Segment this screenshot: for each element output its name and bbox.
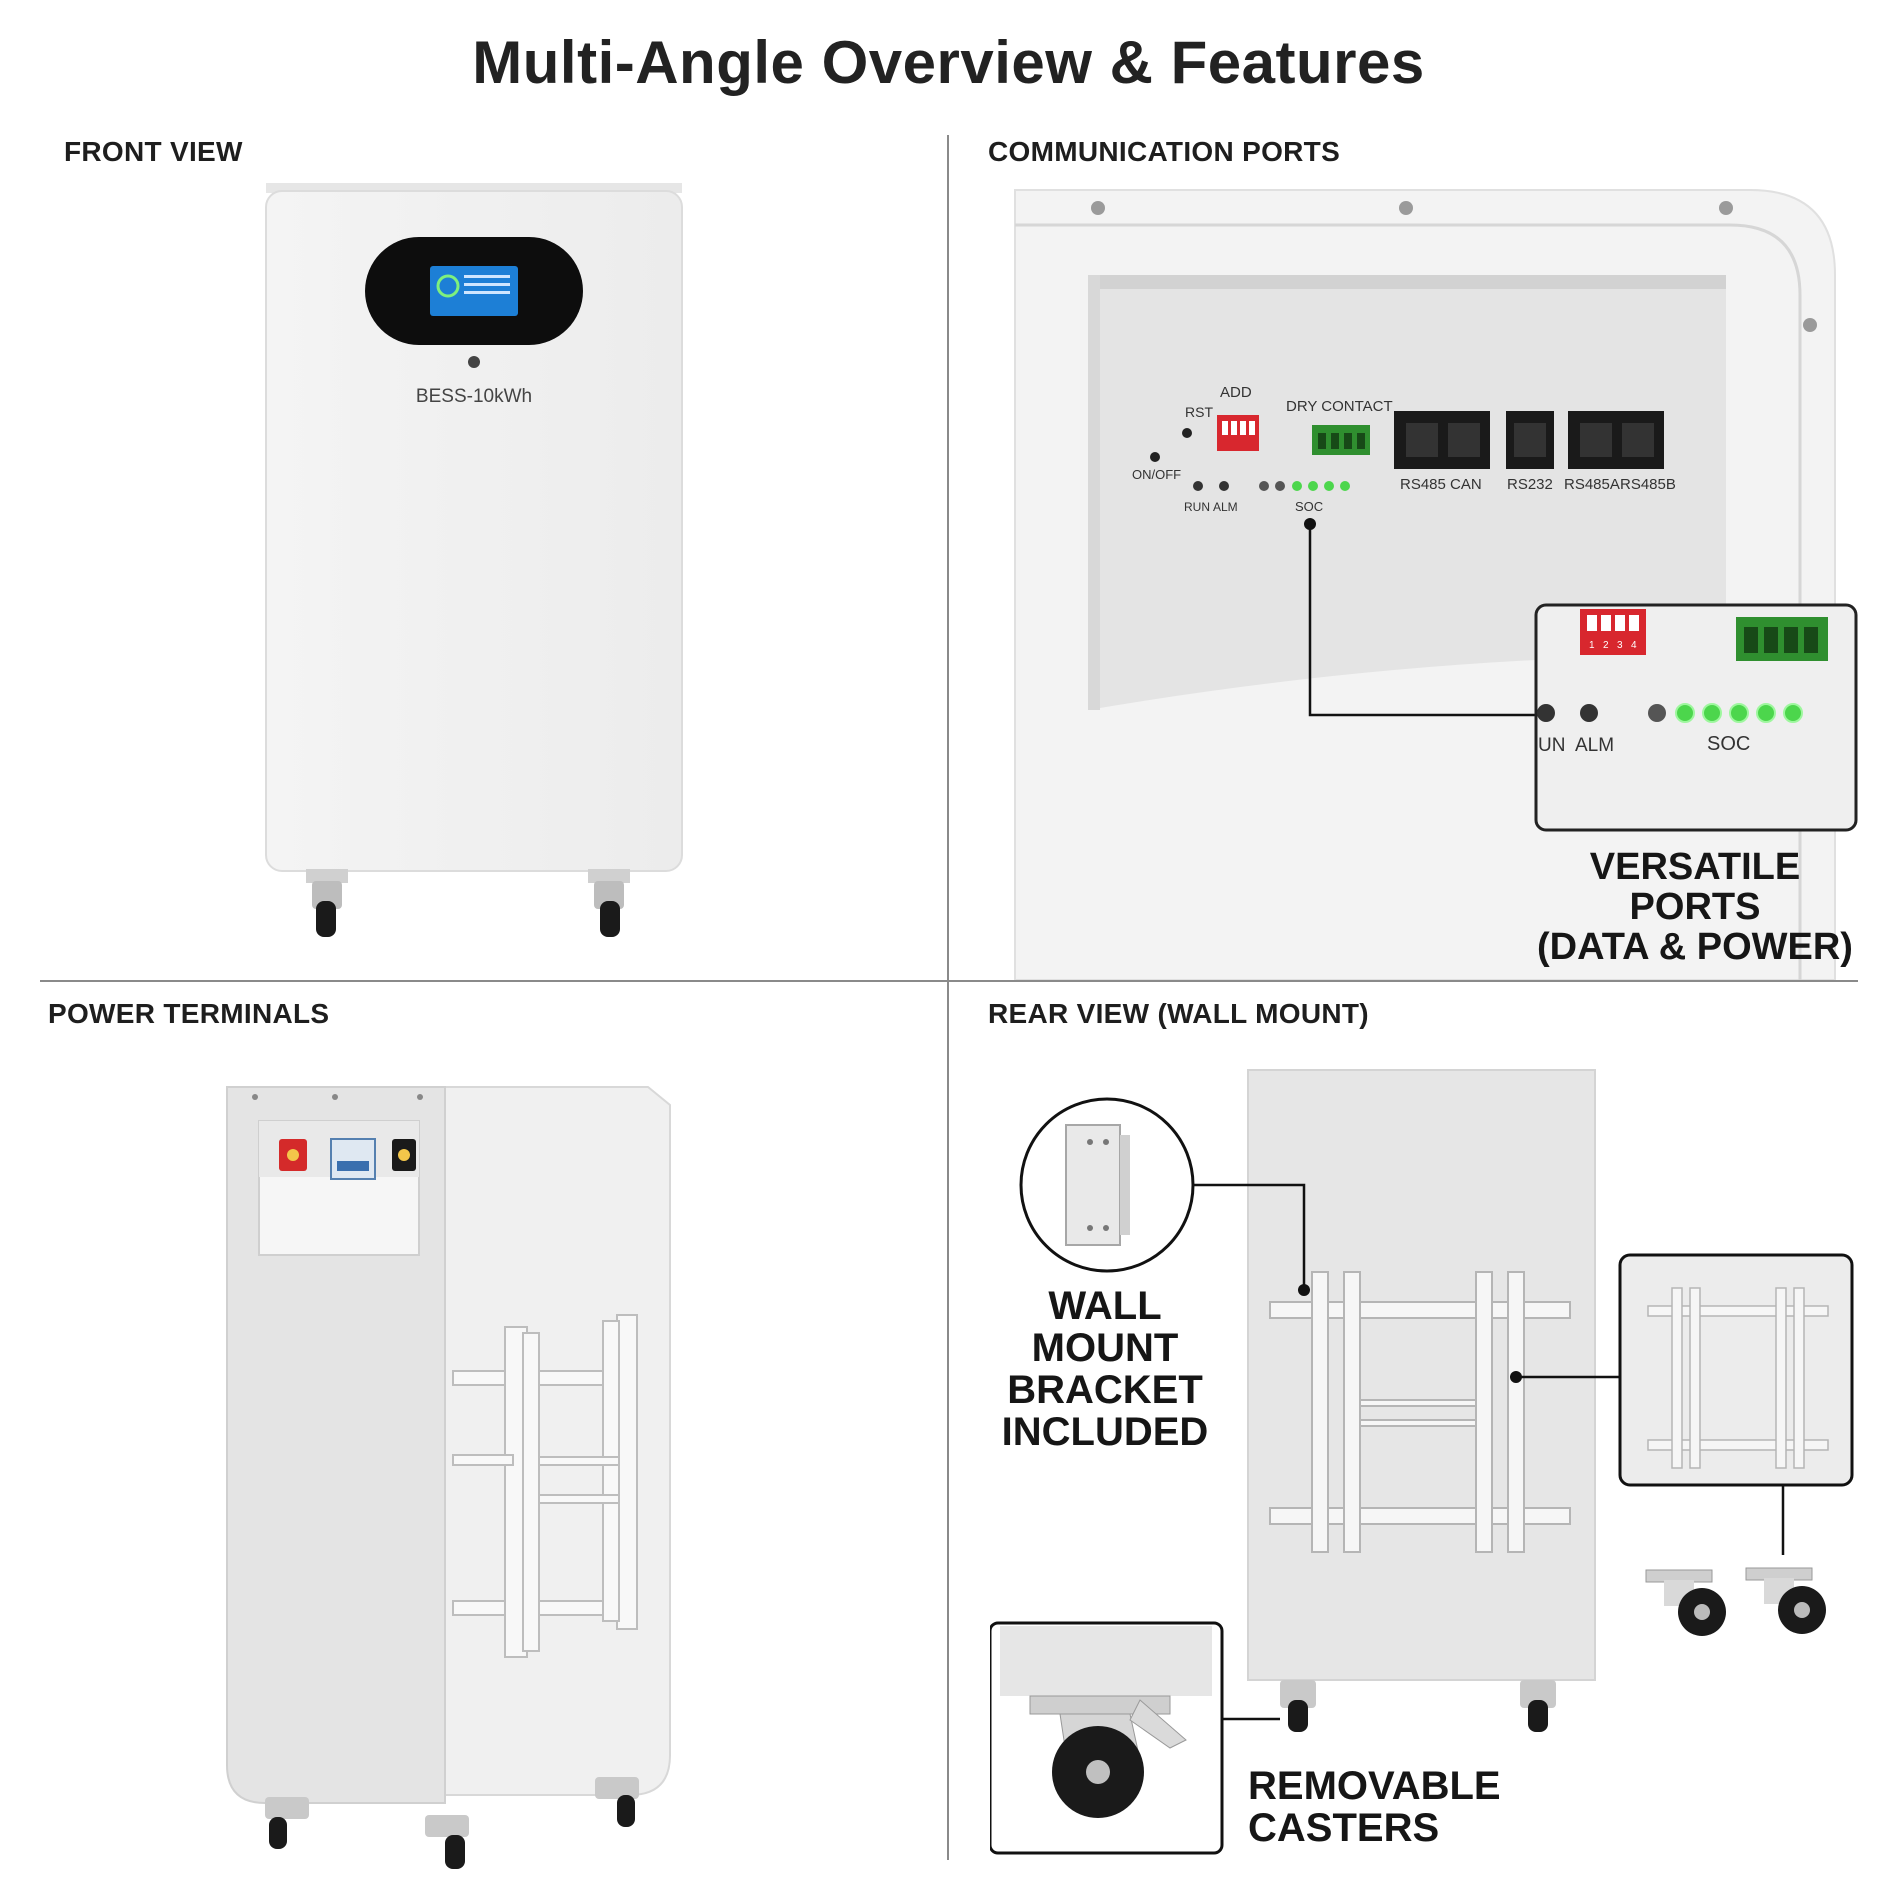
svg-text:ADD: ADD	[1220, 384, 1252, 401]
power-caster-mid-icon	[425, 1815, 469, 1869]
cabinet-body	[265, 190, 683, 872]
run-led-icon	[1193, 481, 1203, 491]
breaker-switch-icon	[330, 1138, 376, 1180]
rear-wall-bracket-icon	[1269, 1271, 1571, 1553]
dip-switch-icon	[1217, 415, 1259, 451]
svg-text:RS232: RS232	[1507, 476, 1553, 493]
wall-mount-bracket-callout: WALL MOUNT BRACKET INCLUDED	[1001, 1284, 1209, 1454]
rs485ab-port-icon	[1568, 411, 1664, 469]
front-view-cabinet-image: BESS-10kWh	[265, 183, 683, 937]
cabinet-top-lip	[266, 183, 682, 193]
svg-text:CAN: CAN	[1450, 476, 1482, 493]
positive-terminal-icon	[279, 1139, 307, 1171]
alm-led-icon	[1219, 481, 1229, 491]
svg-text:SOC: SOC	[1295, 499, 1323, 514]
negative-terminal-icon	[392, 1139, 416, 1171]
page-title: Multi-Angle Overview & Features	[472, 29, 1425, 96]
horizontal-divider	[40, 980, 1858, 982]
removable-casters-callout: REMOVABLE CASTERS	[1248, 1764, 1501, 1850]
svg-text:RS485: RS485	[1400, 476, 1446, 493]
rs485-can-port-icon	[1394, 411, 1490, 469]
zoom-dip-switch-icon: 1 2 3 4	[1580, 609, 1646, 655]
model-label: BESS-10kWh	[416, 386, 532, 407]
standalone-caster-left-icon	[1645, 1569, 1726, 1636]
svg-text:ALM: ALM	[1575, 735, 1614, 756]
communication-ports-label: COMMUNICATION PORTS	[988, 136, 1341, 167]
svg-text:3: 3	[1617, 640, 1623, 651]
dry-contact-terminal-icon	[1312, 425, 1370, 455]
side-wall-bracket-icon	[452, 1314, 638, 1658]
svg-text:SOC: SOC	[1707, 733, 1750, 755]
power-terminals-cabinet-image	[225, 1086, 671, 1869]
svg-text:RS485A: RS485A	[1564, 476, 1620, 493]
zoom-inset	[1534, 603, 1858, 832]
rear-caster-right-icon	[1520, 1680, 1556, 1732]
vertical-divider	[947, 135, 949, 1860]
standalone-caster-right-icon	[1745, 1567, 1826, 1634]
svg-text:UN: UN	[1538, 735, 1565, 756]
svg-text:DRY CONTACT: DRY CONTACT	[1286, 398, 1393, 415]
svg-text:ALM: ALM	[1213, 500, 1238, 514]
svg-text:4: 4	[1631, 640, 1637, 651]
power-caster-right-icon	[595, 1777, 639, 1827]
bracket-part-icon	[1065, 1124, 1130, 1246]
communication-ports-image: RST ADD DRY CONTACT ON/OFF RUN ALM SOC	[1014, 189, 1858, 980]
svg-text:RUN: RUN	[1184, 500, 1210, 514]
power-terminals-label: POWER TERMINALS	[48, 998, 330, 1029]
front-left-caster-icon	[306, 869, 348, 937]
svg-text:RS485B: RS485B	[1620, 476, 1676, 493]
rst-button-icon	[1182, 428, 1192, 438]
zoom-dry-contact-icon	[1736, 617, 1828, 661]
rear-view-label: REAR VIEW (WALL MOUNT)	[988, 998, 1369, 1029]
svg-text:ON/OFF: ON/OFF	[1132, 467, 1181, 482]
front-view-label: FRONT VIEW	[64, 136, 243, 167]
versatile-ports-callout: VERSATILE PORTS (DATA & POWER)	[1537, 846, 1853, 968]
svg-text:RST: RST	[1185, 404, 1213, 420]
rear-cabinet-body	[1247, 1069, 1596, 1681]
front-right-caster-icon	[588, 869, 630, 937]
power-caster-left-icon	[265, 1797, 309, 1849]
power-button-icon	[468, 356, 480, 368]
rs232-port-icon	[1506, 411, 1554, 469]
onoff-button-icon	[1150, 452, 1160, 462]
rear-caster-left-icon	[1280, 1680, 1316, 1732]
svg-text:1: 1	[1589, 640, 1595, 651]
svg-text:2: 2	[1603, 640, 1609, 651]
rear-view-image	[990, 1069, 1854, 1855]
caster-closeup-icon	[1029, 1695, 1187, 1818]
